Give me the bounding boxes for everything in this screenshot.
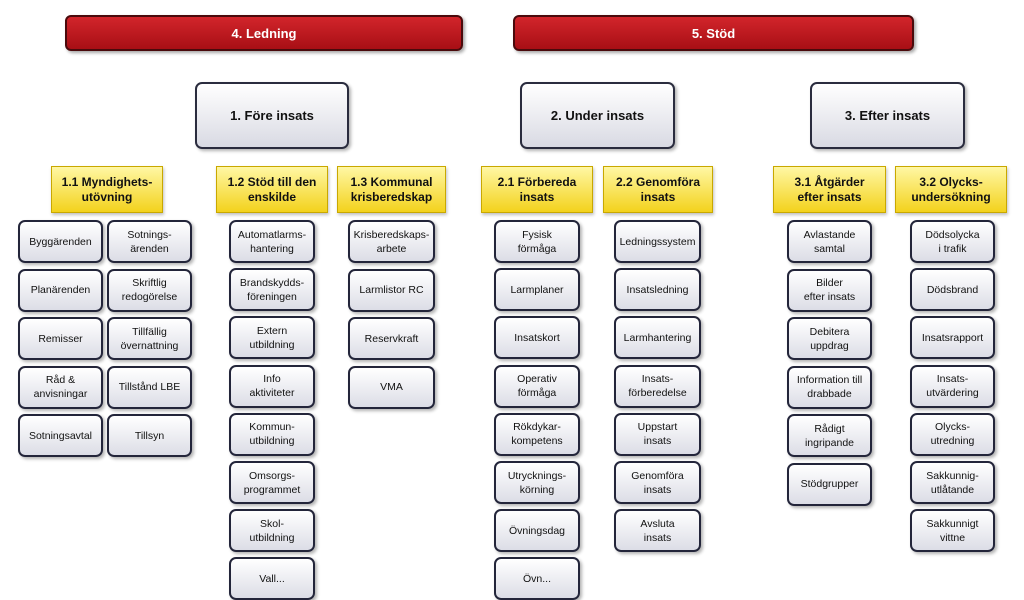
- phase-efter-insats: 3. Efter insats: [810, 82, 965, 149]
- item-box: Larmplaner: [494, 268, 580, 312]
- category-myndighetsutovning: 1.1 Myndighets- utövning: [51, 166, 163, 213]
- item-box: Fysisk förmåga: [494, 220, 580, 263]
- category-olycksundersokning: 3.2 Olycks- undersökning: [895, 166, 1007, 213]
- item-box: Genomföra insats: [614, 461, 701, 504]
- item-box: Avlastande samtal: [787, 220, 872, 263]
- ledning-header: 4. Ledning: [65, 15, 463, 51]
- item-box: Sotningsavtal: [18, 414, 103, 457]
- item-box: Info aktiviteter: [229, 364, 315, 408]
- item-box: Sakkunnigt vittne: [910, 509, 995, 553]
- item-box: Remisser: [18, 317, 103, 360]
- item-box: Kommun- utbildning: [229, 412, 315, 456]
- category-atgarder-efter: 3.1 Åtgärder efter insats: [773, 166, 886, 213]
- item-box: Insatsrapport: [910, 316, 995, 360]
- item-box: Omsorgs- programmet: [229, 461, 315, 504]
- item-box: Dödsolycka i trafik: [910, 220, 995, 263]
- category-krisberedskap: 1.3 Kommunal krisberedskap: [337, 166, 446, 213]
- item-box: Reservkraft: [348, 317, 435, 360]
- item-box: Bilder efter insats: [787, 268, 872, 312]
- item-box: Planärenden: [18, 268, 103, 312]
- item-box: Insatsledning: [614, 268, 701, 312]
- item-box: Sakkunnig- utlåtande: [910, 461, 995, 504]
- item-box: Olycks- utredning: [910, 412, 995, 456]
- item-box: Insatskort: [494, 316, 580, 360]
- item-box: Insats- förberedelse: [614, 364, 701, 408]
- phase-under-insats: 2. Under insats: [520, 82, 675, 149]
- item-box: Skriftlig redogörelse: [107, 268, 192, 312]
- category-forbereda-insats: 2.1 Förbereda insats: [481, 166, 593, 213]
- item-box: Insats- utvärdering: [910, 364, 995, 408]
- item-box: Övn...: [494, 557, 580, 600]
- item-box: Uppstart insats: [614, 412, 701, 456]
- item-box: Avsluta insats: [614, 509, 701, 553]
- category-genomfora-insats: 2.2 Genomföra insats: [603, 166, 713, 213]
- item-box: Vall...: [229, 557, 315, 600]
- stod-header: 5. Stöd: [513, 15, 914, 51]
- phase-fore-insats: 1. Före insats: [195, 82, 349, 149]
- item-box: VMA: [348, 365, 435, 409]
- item-box: Larmlistor RC: [348, 268, 435, 312]
- item-box: Råd & anvisningar: [18, 365, 103, 409]
- item-box: Utrycknings- körning: [494, 461, 580, 504]
- item-box: Debitera uppdrag: [787, 317, 872, 360]
- item-box: Byggärenden: [18, 220, 103, 263]
- item-box: Information till drabbade: [787, 365, 872, 409]
- category-stod-enskilde: 1.2 Stöd till den enskilde: [216, 166, 328, 213]
- item-box: Larmhantering: [614, 316, 701, 360]
- item-box: Tillstånd LBE: [107, 365, 192, 409]
- item-box: Extern utbildning: [229, 316, 315, 360]
- item-box: Ledningssystem: [614, 220, 701, 263]
- item-box: Sotnings- ärenden: [107, 220, 192, 263]
- item-box: Tillsyn: [107, 414, 192, 457]
- item-box: Automatlarms- hantering: [229, 220, 315, 263]
- item-box: Tillfällig övernattning: [107, 317, 192, 360]
- item-box: Skol- utbildning: [229, 509, 315, 553]
- item-box: Rådigt ingripande: [787, 414, 872, 457]
- item-box: Dödsbrand: [910, 268, 995, 312]
- item-box: Rökdykar- kompetens: [494, 412, 580, 456]
- item-box: Krisberedskaps- arbete: [348, 220, 435, 263]
- item-box: Stödgrupper: [787, 462, 872, 506]
- item-box: Brandskydds- föreningen: [229, 268, 315, 312]
- item-box: Övningsdag: [494, 509, 580, 553]
- item-box: Operativ förmåga: [494, 364, 580, 408]
